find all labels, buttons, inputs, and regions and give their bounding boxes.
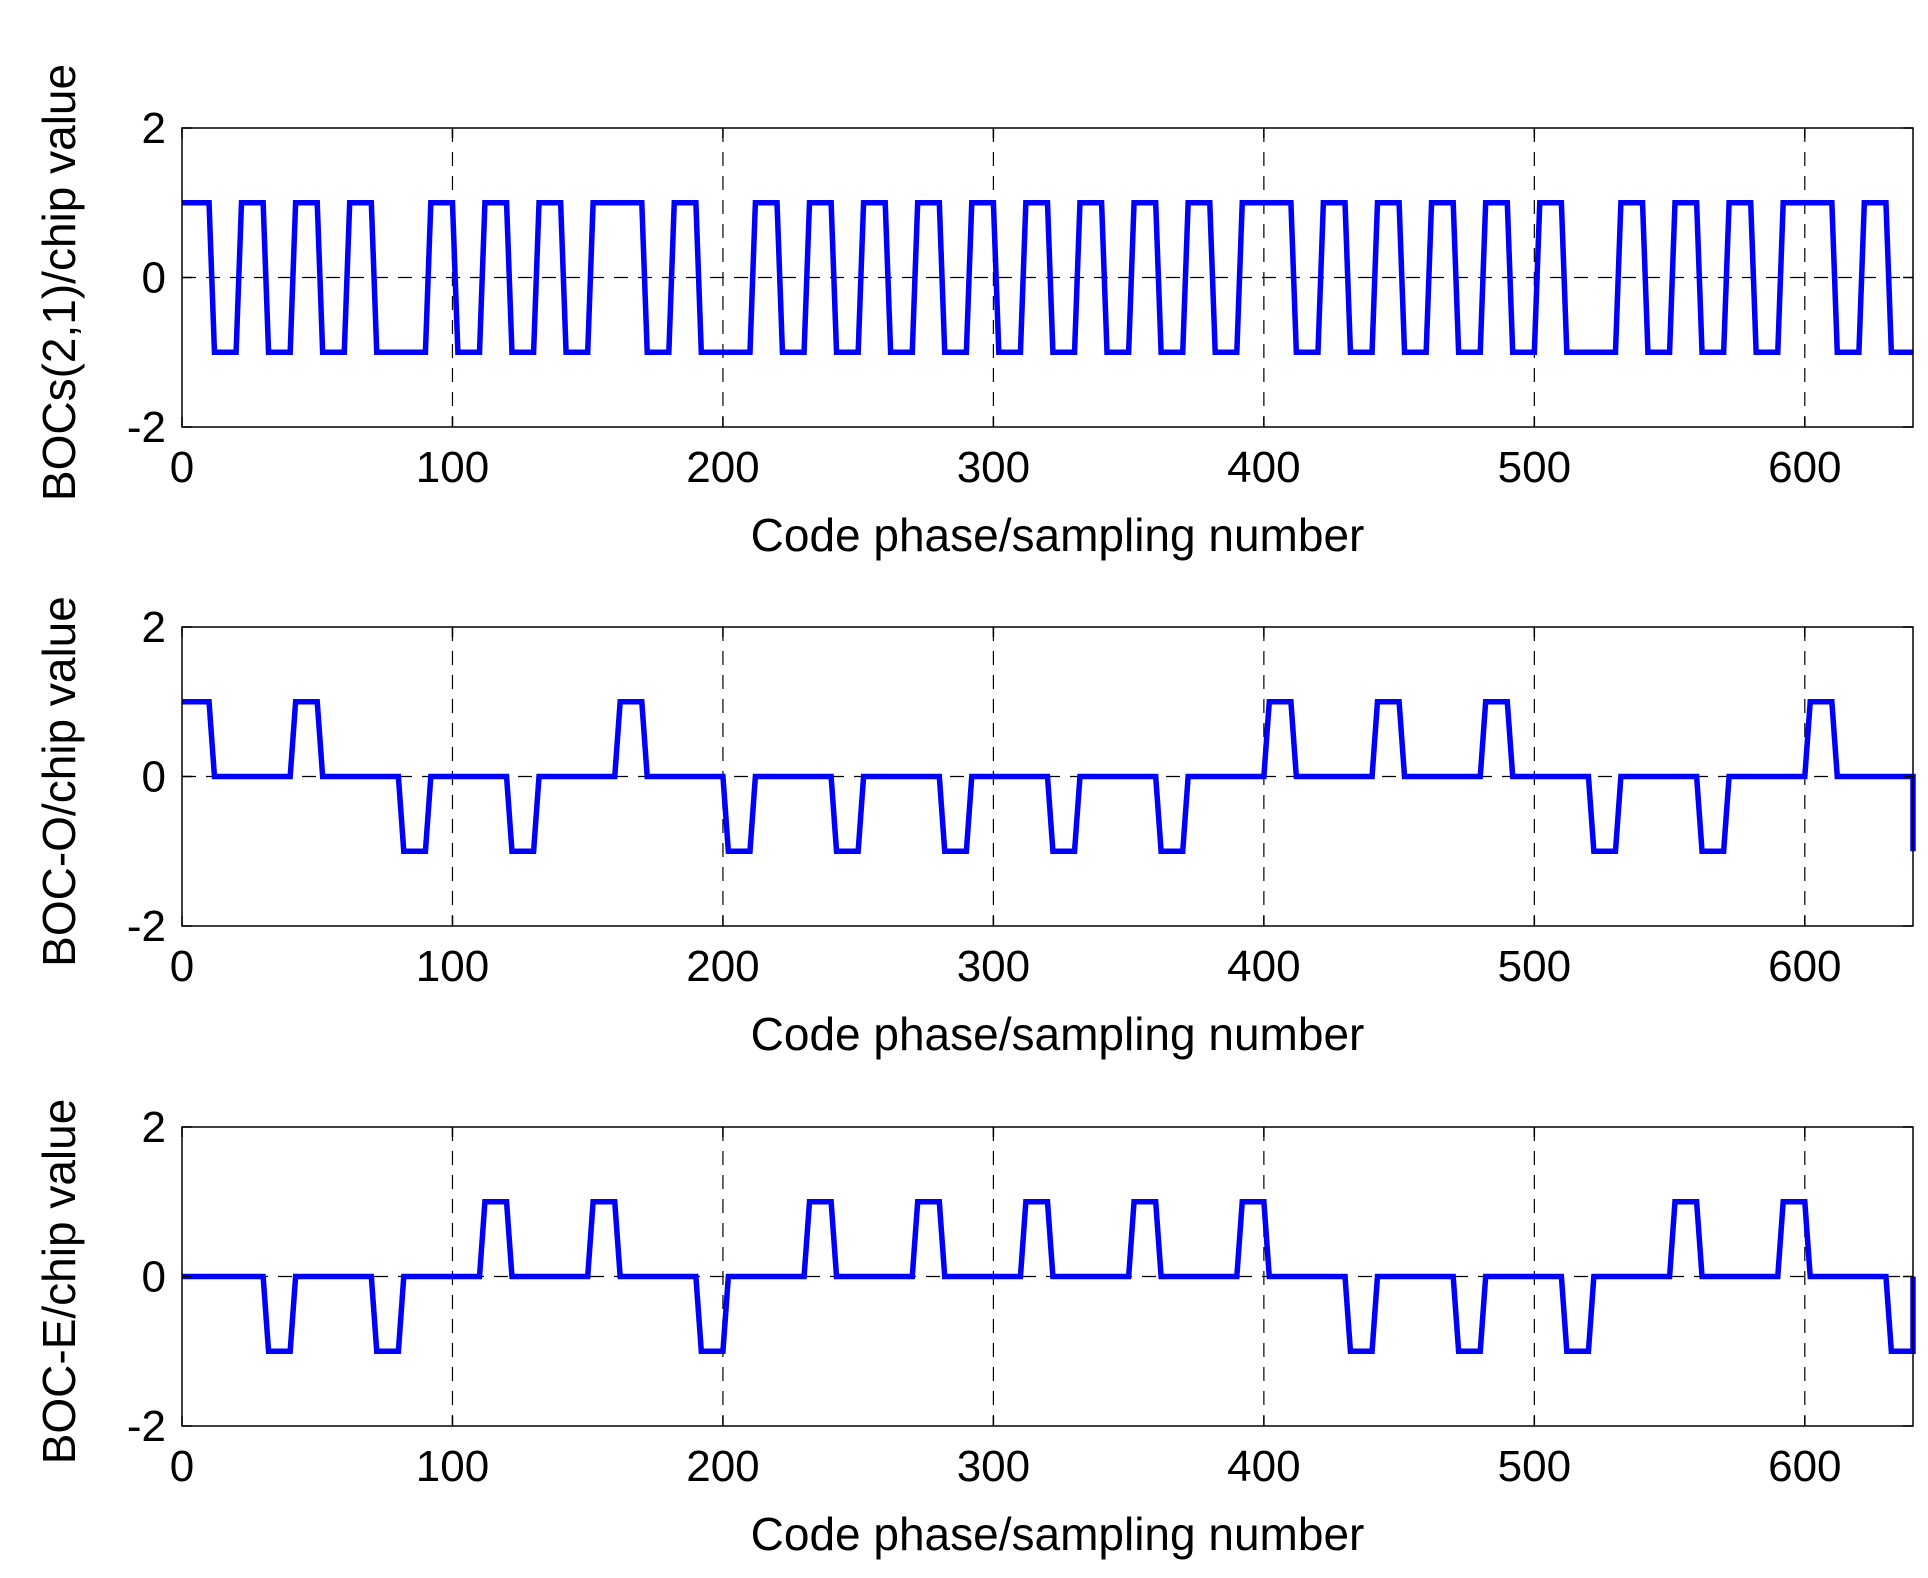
y-tick-label: 0: [142, 254, 166, 303]
x-tick-label: 400: [1227, 1442, 1300, 1491]
y-axis-label: BOC-O/chip value: [33, 596, 85, 967]
y-tick-label: 0: [142, 753, 166, 802]
y-tick-label: 0: [142, 1253, 166, 1302]
y-tick-label: 2: [142, 104, 166, 153]
x-tick-label: 600: [1768, 1442, 1841, 1491]
series-line: [182, 1199, 1916, 1354]
series-line: [182, 200, 1913, 355]
x-axis-label: Code phase/sampling number: [751, 1508, 1365, 1560]
y-tick-label: 2: [142, 1103, 166, 1152]
x-tick-label: 100: [416, 443, 489, 492]
y-tick-label: -2: [127, 902, 166, 951]
x-tick-label: 100: [416, 942, 489, 991]
x-tick-label: 0: [170, 942, 194, 991]
y-tick-label: 2: [142, 603, 166, 652]
x-tick-label: 600: [1768, 443, 1841, 492]
x-tick-label: 0: [170, 1442, 194, 1491]
y-tick-label: -2: [127, 1402, 166, 1451]
x-tick-label: 500: [1498, 1442, 1571, 1491]
x-tick-label: 300: [957, 443, 1030, 492]
x-tick-label: 200: [686, 942, 759, 991]
y-axis-label: BOC-E/chip value: [33, 1099, 85, 1465]
x-tick-label: 300: [957, 942, 1030, 991]
x-axis-label: Code phase/sampling number: [751, 509, 1365, 561]
x-tick-label: 100: [416, 1442, 489, 1491]
x-tick-label: 300: [957, 1442, 1030, 1491]
y-tick-label: -2: [127, 403, 166, 452]
series-line: [182, 699, 1916, 854]
x-tick-label: 400: [1227, 443, 1300, 492]
x-tick-label: 500: [1498, 942, 1571, 991]
x-tick-label: 600: [1768, 942, 1841, 991]
x-tick-label: 200: [686, 443, 759, 492]
y-axis-label: BOCs(2,1)/chip value: [33, 64, 85, 501]
x-axis-label: Code phase/sampling number: [751, 1008, 1365, 1060]
x-tick-label: 400: [1227, 942, 1300, 991]
x-tick-label: 200: [686, 1442, 759, 1491]
x-tick-label: 0: [170, 443, 194, 492]
x-tick-label: 500: [1498, 443, 1571, 492]
